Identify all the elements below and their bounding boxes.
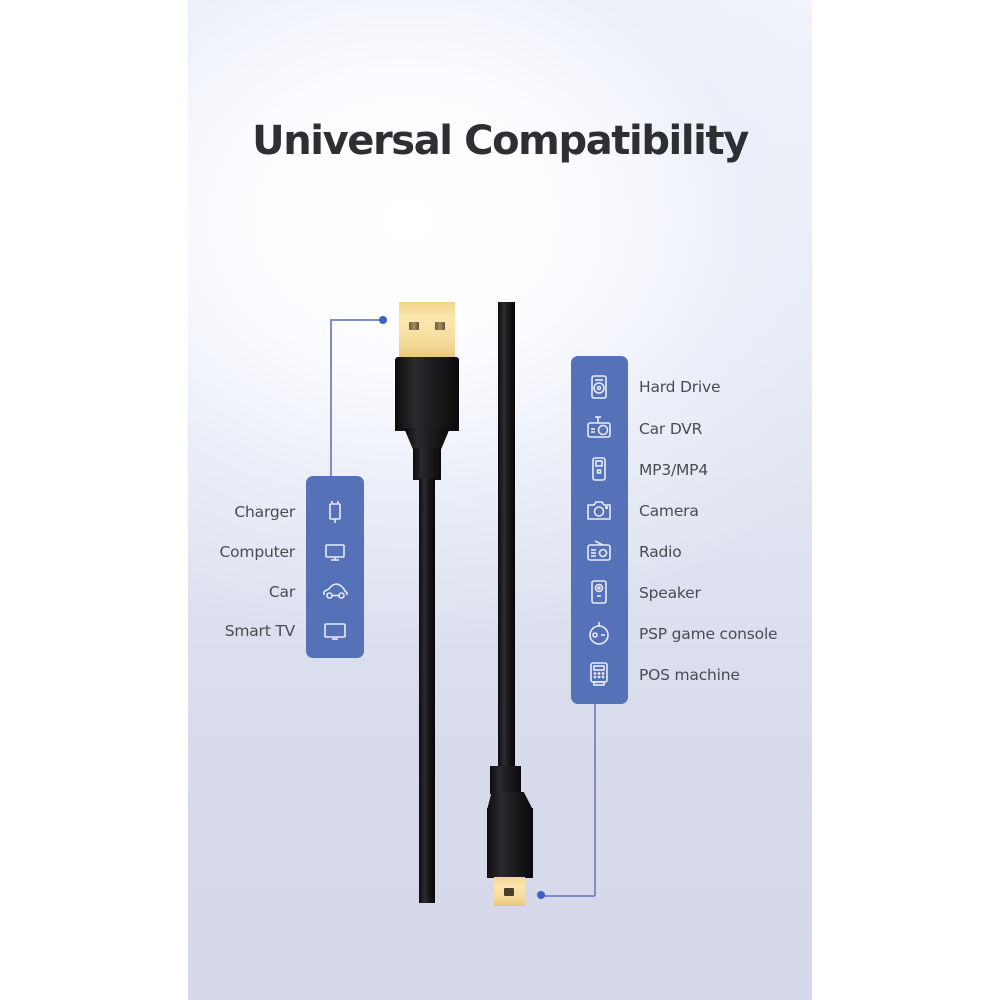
usb-a-pointer-line-vertical bbox=[330, 320, 332, 476]
usb-a-neck bbox=[413, 448, 441, 480]
usb-a-pointer-dot bbox=[379, 316, 387, 324]
usb-a-slot-right bbox=[435, 322, 445, 330]
right-device-label: Speaker bbox=[639, 584, 701, 602]
charger-icon bbox=[320, 497, 350, 527]
mini-usb-housing bbox=[487, 808, 533, 878]
smart-tv-icon bbox=[320, 616, 350, 646]
mini-usb-strain-relief bbox=[487, 792, 533, 810]
car-icon bbox=[320, 576, 350, 606]
usb-a-housing bbox=[395, 357, 459, 431]
left-device-label: Computer bbox=[219, 543, 296, 561]
radio-icon bbox=[584, 536, 614, 566]
mp3-player-icon bbox=[584, 454, 614, 484]
pos-machine-icon bbox=[584, 659, 614, 689]
right-device-label: POS machine bbox=[639, 666, 740, 684]
mini-usb-pointer-dot bbox=[537, 891, 545, 899]
right-device-label: Hard Drive bbox=[639, 378, 721, 396]
computer-icon bbox=[320, 537, 350, 567]
mini-usb-cable bbox=[498, 302, 515, 772]
left-device-label: Car bbox=[268, 583, 295, 601]
mini-usb-pointer-line-vertical bbox=[594, 704, 596, 896]
right-device-label: Radio bbox=[639, 543, 682, 561]
usb-a-cable bbox=[419, 478, 435, 903]
usb-a-connector-tip bbox=[399, 302, 455, 358]
page-title: Universal Compatibility bbox=[252, 118, 749, 164]
left-device-label: Charger bbox=[234, 503, 295, 521]
mini-usb-slot bbox=[504, 888, 514, 896]
right-device-label: Car DVR bbox=[639, 420, 703, 438]
hard-drive-icon bbox=[584, 372, 614, 402]
speaker-icon bbox=[584, 577, 614, 607]
car-dvr-icon bbox=[584, 413, 614, 443]
usb-a-pointer-line-horizontal bbox=[330, 319, 383, 321]
mini-usb-neck bbox=[490, 766, 521, 794]
left-device-label: Smart TV bbox=[224, 622, 295, 640]
right-device-label: MP3/MP4 bbox=[639, 461, 708, 479]
right-devices-panel bbox=[571, 356, 628, 704]
mini-usb-pointer-line-horizontal bbox=[541, 895, 595, 897]
right-device-label: PSP game console bbox=[639, 625, 778, 643]
game-console-icon bbox=[584, 618, 614, 648]
usb-a-slot-left bbox=[409, 322, 419, 330]
left-devices-panel bbox=[306, 476, 364, 658]
right-device-label: Camera bbox=[639, 502, 699, 520]
camera-icon bbox=[584, 495, 614, 525]
usb-a-strain-relief bbox=[404, 428, 450, 450]
